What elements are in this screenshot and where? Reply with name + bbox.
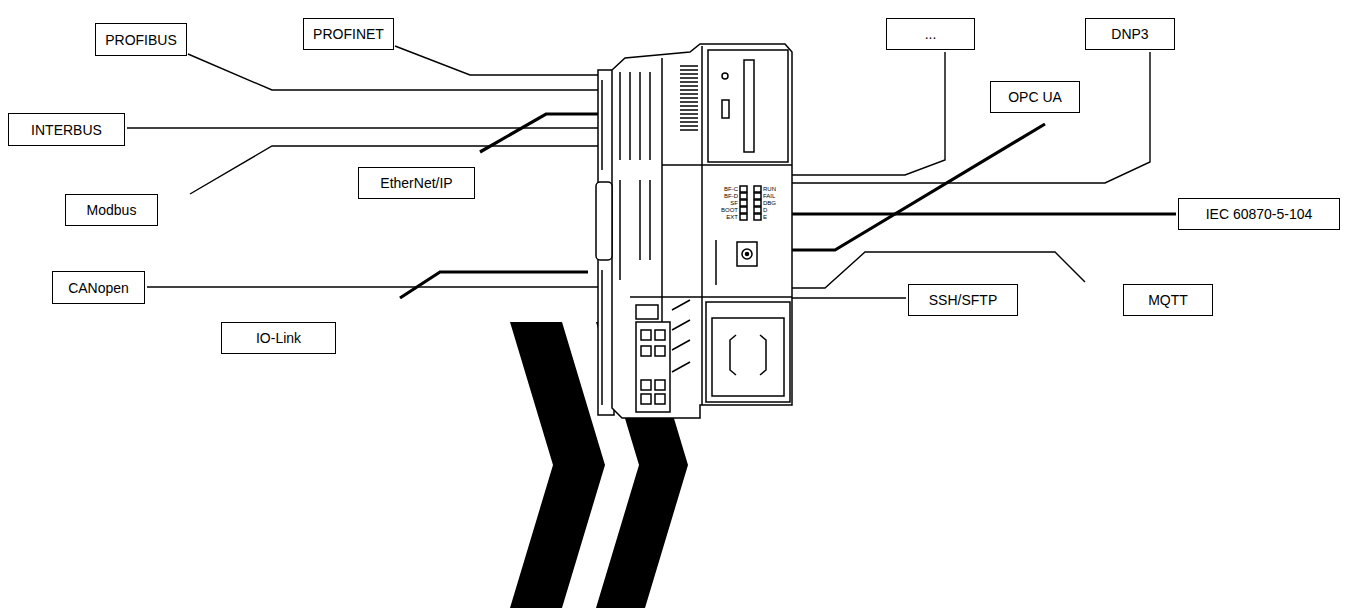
vent-line bbox=[680, 97, 698, 99]
vent-line bbox=[680, 105, 698, 107]
led-label: BF-C bbox=[724, 186, 738, 192]
led-label: RUN bbox=[763, 186, 776, 192]
vent-line bbox=[680, 89, 698, 91]
protocol-box: PROFINET bbox=[303, 18, 394, 50]
vent-line bbox=[680, 85, 698, 87]
protocol-box: Modbus bbox=[65, 194, 158, 226]
vent-line bbox=[680, 125, 698, 127]
led-label: EXT bbox=[726, 214, 738, 220]
protocol-box: EtherNet/IP bbox=[358, 167, 475, 199]
protocol-name: EtherNet/IP bbox=[380, 175, 452, 191]
protocol-box: INTERBUS bbox=[8, 113, 125, 146]
protocol-name: IO-Link bbox=[256, 330, 301, 346]
protocol-box: OPC UA bbox=[990, 81, 1080, 113]
chevron bbox=[510, 322, 605, 608]
vent-line bbox=[680, 117, 698, 119]
protocol-box: CANopen bbox=[52, 271, 145, 304]
protocol-box: MQTT bbox=[1123, 284, 1213, 316]
protocol-name: ... bbox=[925, 26, 937, 42]
vent-line bbox=[680, 81, 698, 83]
protocol-name: CANopen bbox=[68, 280, 129, 296]
led-label: DBG bbox=[763, 200, 776, 206]
protocol-name: INTERBUS bbox=[31, 122, 102, 138]
vent-line bbox=[680, 77, 698, 79]
led-label: E bbox=[763, 214, 767, 220]
protocol-box: DNP3 bbox=[1085, 18, 1175, 50]
vent-line bbox=[680, 73, 698, 75]
protocol-name: SSH/SFTP bbox=[929, 292, 997, 308]
led-label: D bbox=[763, 207, 767, 213]
vent-line bbox=[680, 69, 698, 71]
vent-line bbox=[680, 65, 698, 67]
protocol-box: SSH/SFTP bbox=[908, 284, 1018, 316]
protocol-name: OPC UA bbox=[1008, 89, 1062, 105]
protocol-name: Modbus bbox=[87, 202, 137, 218]
protocol-box: IEC 60870-5-104 bbox=[1178, 198, 1340, 230]
led-label: SF bbox=[730, 200, 738, 206]
plc-device bbox=[596, 44, 792, 418]
vent-line bbox=[680, 109, 698, 111]
protocol-box: ... bbox=[886, 18, 975, 50]
protocol-name: PROFIBUS bbox=[105, 32, 177, 48]
protocol-name: MQTT bbox=[1148, 292, 1188, 308]
protocol-name: IEC 60870-5-104 bbox=[1206, 206, 1313, 222]
protocol-name: DNP3 bbox=[1111, 26, 1148, 42]
vent-line bbox=[680, 121, 698, 123]
protocol-box: PROFIBUS bbox=[95, 23, 187, 56]
protocol-box: IO-Link bbox=[221, 322, 336, 354]
vent-line bbox=[680, 93, 698, 95]
vent-line bbox=[680, 101, 698, 103]
led-label: BF-D bbox=[724, 193, 738, 199]
vent-line bbox=[680, 113, 698, 115]
led-label: FAIL bbox=[763, 193, 775, 199]
vent-line bbox=[680, 129, 698, 131]
protocol-name: PROFINET bbox=[313, 26, 384, 42]
led-label: BOOT bbox=[721, 207, 738, 213]
